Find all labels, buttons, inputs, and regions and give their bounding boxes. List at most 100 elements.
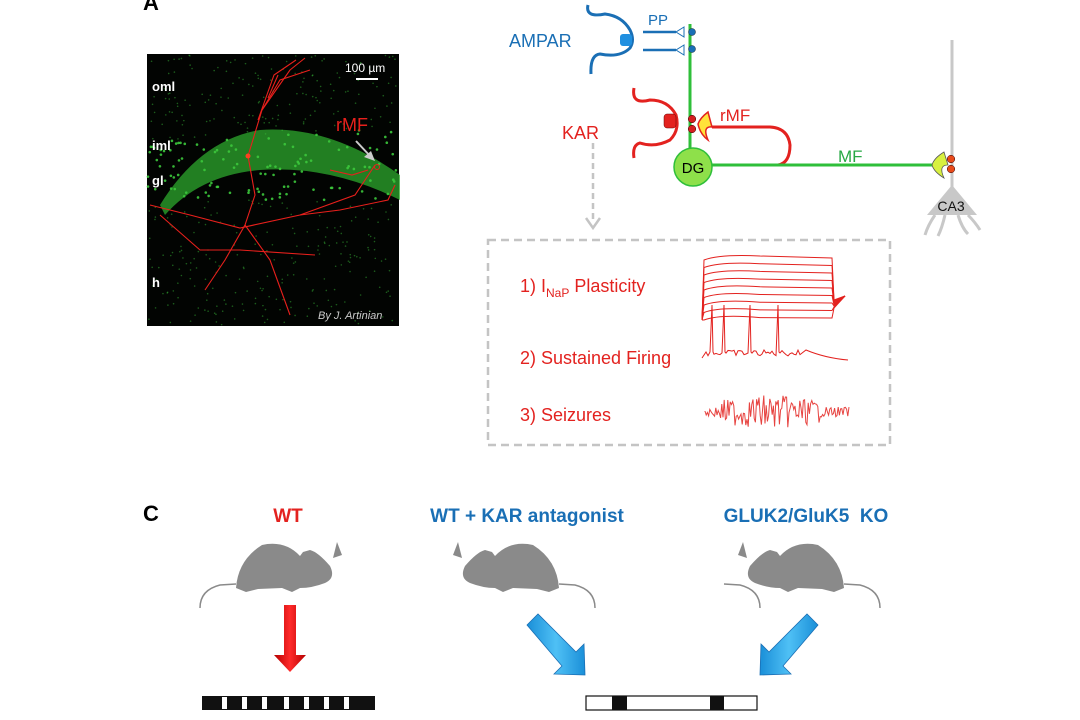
- speck: [268, 121, 270, 124]
- speck: [154, 307, 157, 309]
- speck: [267, 137, 271, 140]
- speck: [201, 93, 203, 96]
- speck: [257, 77, 260, 80]
- layer-gl: gl: [152, 173, 164, 188]
- speck: [193, 285, 196, 287]
- speck: [381, 316, 384, 318]
- speck: [233, 318, 236, 320]
- speck: [270, 79, 272, 81]
- speck: [169, 321, 172, 324]
- speck: [185, 262, 188, 265]
- speck: [317, 228, 320, 231]
- speck: [302, 81, 304, 83]
- bar-gap: [284, 697, 289, 709]
- dg-label: DG: [682, 160, 705, 177]
- speck: [328, 244, 331, 247]
- speck: [286, 207, 288, 209]
- bar-gap: [324, 697, 329, 709]
- mouse-icon-ko: [738, 542, 881, 609]
- speck: [210, 181, 213, 185]
- speck: [170, 213, 173, 215]
- speck: [167, 72, 170, 75]
- speck: [293, 180, 297, 183]
- speck: [385, 141, 389, 145]
- speck: [292, 262, 295, 264]
- speck: [333, 124, 336, 127]
- speck: [215, 313, 217, 316]
- speck: [186, 215, 188, 218]
- speck: [327, 140, 331, 143]
- speck: [266, 318, 269, 321]
- speck: [183, 119, 185, 122]
- speck: [213, 69, 215, 72]
- speck: [329, 83, 332, 86]
- speck: [180, 249, 183, 252]
- speck: [387, 218, 390, 221]
- speck: [263, 321, 266, 324]
- speck: [150, 60, 153, 63]
- firing-trace: [701, 304, 849, 361]
- speck: [333, 288, 336, 291]
- speck: [166, 217, 169, 219]
- speck: [389, 295, 391, 298]
- speck: [368, 310, 371, 312]
- speck: [356, 132, 360, 136]
- speck: [363, 165, 367, 169]
- speck: [334, 265, 337, 268]
- speck: [305, 160, 308, 164]
- ca3-label: CA3: [937, 198, 964, 214]
- speck: [257, 101, 260, 104]
- rmf-label-b: rMF: [720, 106, 750, 125]
- speck: [338, 186, 342, 190]
- speck: [326, 226, 329, 229]
- speck: [382, 94, 385, 97]
- speck: [153, 95, 155, 98]
- speck: [312, 288, 314, 291]
- panel-label-a: A: [143, 0, 159, 15]
- ca3-terminal: [931, 151, 949, 180]
- speck: [339, 225, 342, 228]
- speck: [169, 174, 173, 178]
- speck: [302, 121, 305, 123]
- speck: [235, 231, 238, 234]
- speck: [323, 58, 325, 60]
- speck: [258, 100, 261, 103]
- speck: [318, 214, 321, 217]
- speck: [330, 186, 334, 190]
- speck: [323, 278, 326, 280]
- speck: [170, 139, 174, 143]
- speck: [167, 93, 170, 95]
- speck: [277, 114, 280, 117]
- speck: [213, 118, 215, 120]
- speck: [181, 123, 184, 126]
- inap-trace: [701, 255, 846, 321]
- speck: [183, 211, 186, 213]
- condition-kar-antagonist: WT + KAR antagonist: [430, 506, 624, 527]
- speck: [336, 72, 339, 74]
- speck: [291, 257, 293, 259]
- speck: [390, 102, 393, 104]
- layer-oml: oml: [152, 79, 175, 94]
- speck: [168, 111, 171, 113]
- speck: [261, 289, 263, 292]
- speck: [230, 144, 233, 147]
- speck: [213, 150, 217, 154]
- speck: [163, 87, 166, 90]
- rmf-terminal: [697, 110, 714, 143]
- speck: [204, 278, 207, 281]
- speck: [337, 148, 341, 152]
- seizure-bar-reduced: [585, 695, 758, 711]
- speck: [389, 121, 391, 124]
- speck: [244, 121, 246, 124]
- speck: [151, 103, 154, 106]
- speck: [177, 138, 179, 140]
- speck: [209, 120, 211, 122]
- speck: [347, 90, 349, 93]
- speck: [357, 322, 360, 325]
- speck: [281, 281, 283, 284]
- speck: [174, 96, 176, 99]
- mouse-icon-wt: [199, 542, 342, 609]
- speck: [232, 82, 234, 85]
- speck: [193, 231, 195, 234]
